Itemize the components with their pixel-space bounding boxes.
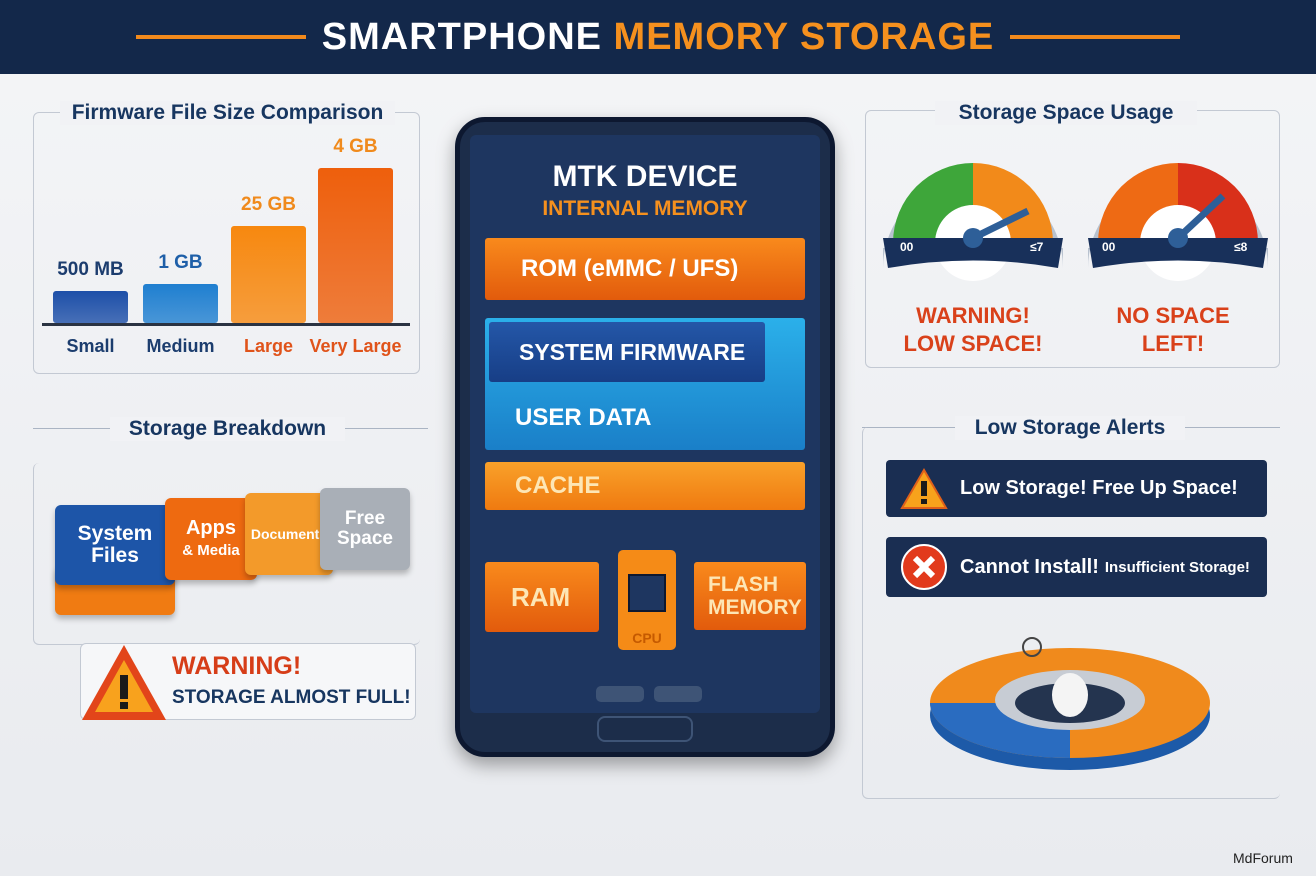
header-line-right — [1010, 35, 1181, 39]
page-title: SMARTPHONE MEMORY STORAGE — [321, 15, 995, 58]
gauge1-max: ≤7 — [1030, 240, 1044, 254]
gauge2-min: 00 — [1102, 240, 1116, 254]
category-label: Small — [66, 336, 115, 356]
alert-cannot-install: Cannot Install!Insufficient Storage! — [886, 537, 1267, 597]
bar-value-label: 25 GB — [241, 194, 296, 216]
category-label: Medium — [146, 336, 215, 356]
cache-block: CACHE — [485, 462, 805, 510]
warning-heading: WARNING! — [172, 652, 302, 680]
watermark: MdForum — [1233, 850, 1293, 866]
warning-message: STORAGE ALMOST FULL! — [172, 687, 411, 708]
alerts-panel — [862, 427, 1280, 799]
bar-value-label: 4 GB — [333, 136, 378, 157]
bar-small — [53, 291, 128, 323]
block-apps-media: Apps& Media — [165, 498, 257, 580]
device-subtitle: INTERNAL MEMORY — [542, 197, 748, 220]
warning-icon — [900, 467, 948, 509]
storage-ring-illustration — [930, 637, 1210, 770]
gauge-low-space — [883, 163, 1063, 281]
header: SMARTPHONE MEMORY STORAGE — [0, 0, 1316, 74]
gauge-no-space — [1088, 163, 1268, 281]
rom-block: ROM (eMMC / UFS) — [485, 238, 805, 300]
bar-value-label: 500 MB — [57, 259, 124, 280]
nav-button[interactable] — [654, 686, 702, 702]
breakdown-title: Storage Breakdown — [110, 417, 345, 441]
gauges — [883, 163, 1268, 281]
error-x-icon — [901, 544, 947, 590]
usage-title: Storage Space Usage — [935, 101, 1197, 125]
bar-very-large — [318, 168, 393, 323]
alerts-title: Low Storage Alerts — [955, 416, 1185, 440]
cpu-chip: CPU — [618, 550, 676, 650]
bar-medium — [143, 284, 218, 323]
chart-baseline — [42, 323, 410, 326]
cpu-die — [628, 574, 666, 612]
nav-button[interactable] — [596, 686, 644, 702]
bar-value-label: 1 GB — [158, 252, 203, 274]
firmware-title: Firmware File Size Comparison — [60, 101, 395, 125]
ram-block: RAM — [485, 562, 599, 632]
gauge1-min: 00 — [900, 240, 914, 254]
gauge1-message: WARNING!LOW SPACE! — [903, 303, 1043, 356]
home-button[interactable] — [597, 716, 693, 742]
header-line-left — [135, 35, 306, 39]
system-firmware-block: SYSTEM FIRMWARE — [489, 322, 765, 382]
warning-triangle-icon — [82, 645, 166, 720]
device-title: MTK DEVICE — [552, 160, 738, 193]
category-label: Very Large — [309, 336, 402, 356]
category-label: Large — [243, 336, 294, 356]
gauge2-max: ≤8 — [1234, 240, 1248, 254]
alert-low-storage: Low Storage! Free Up Space! — [886, 460, 1267, 517]
bar-large — [231, 226, 306, 323]
block-documents: Documents — [245, 493, 333, 575]
